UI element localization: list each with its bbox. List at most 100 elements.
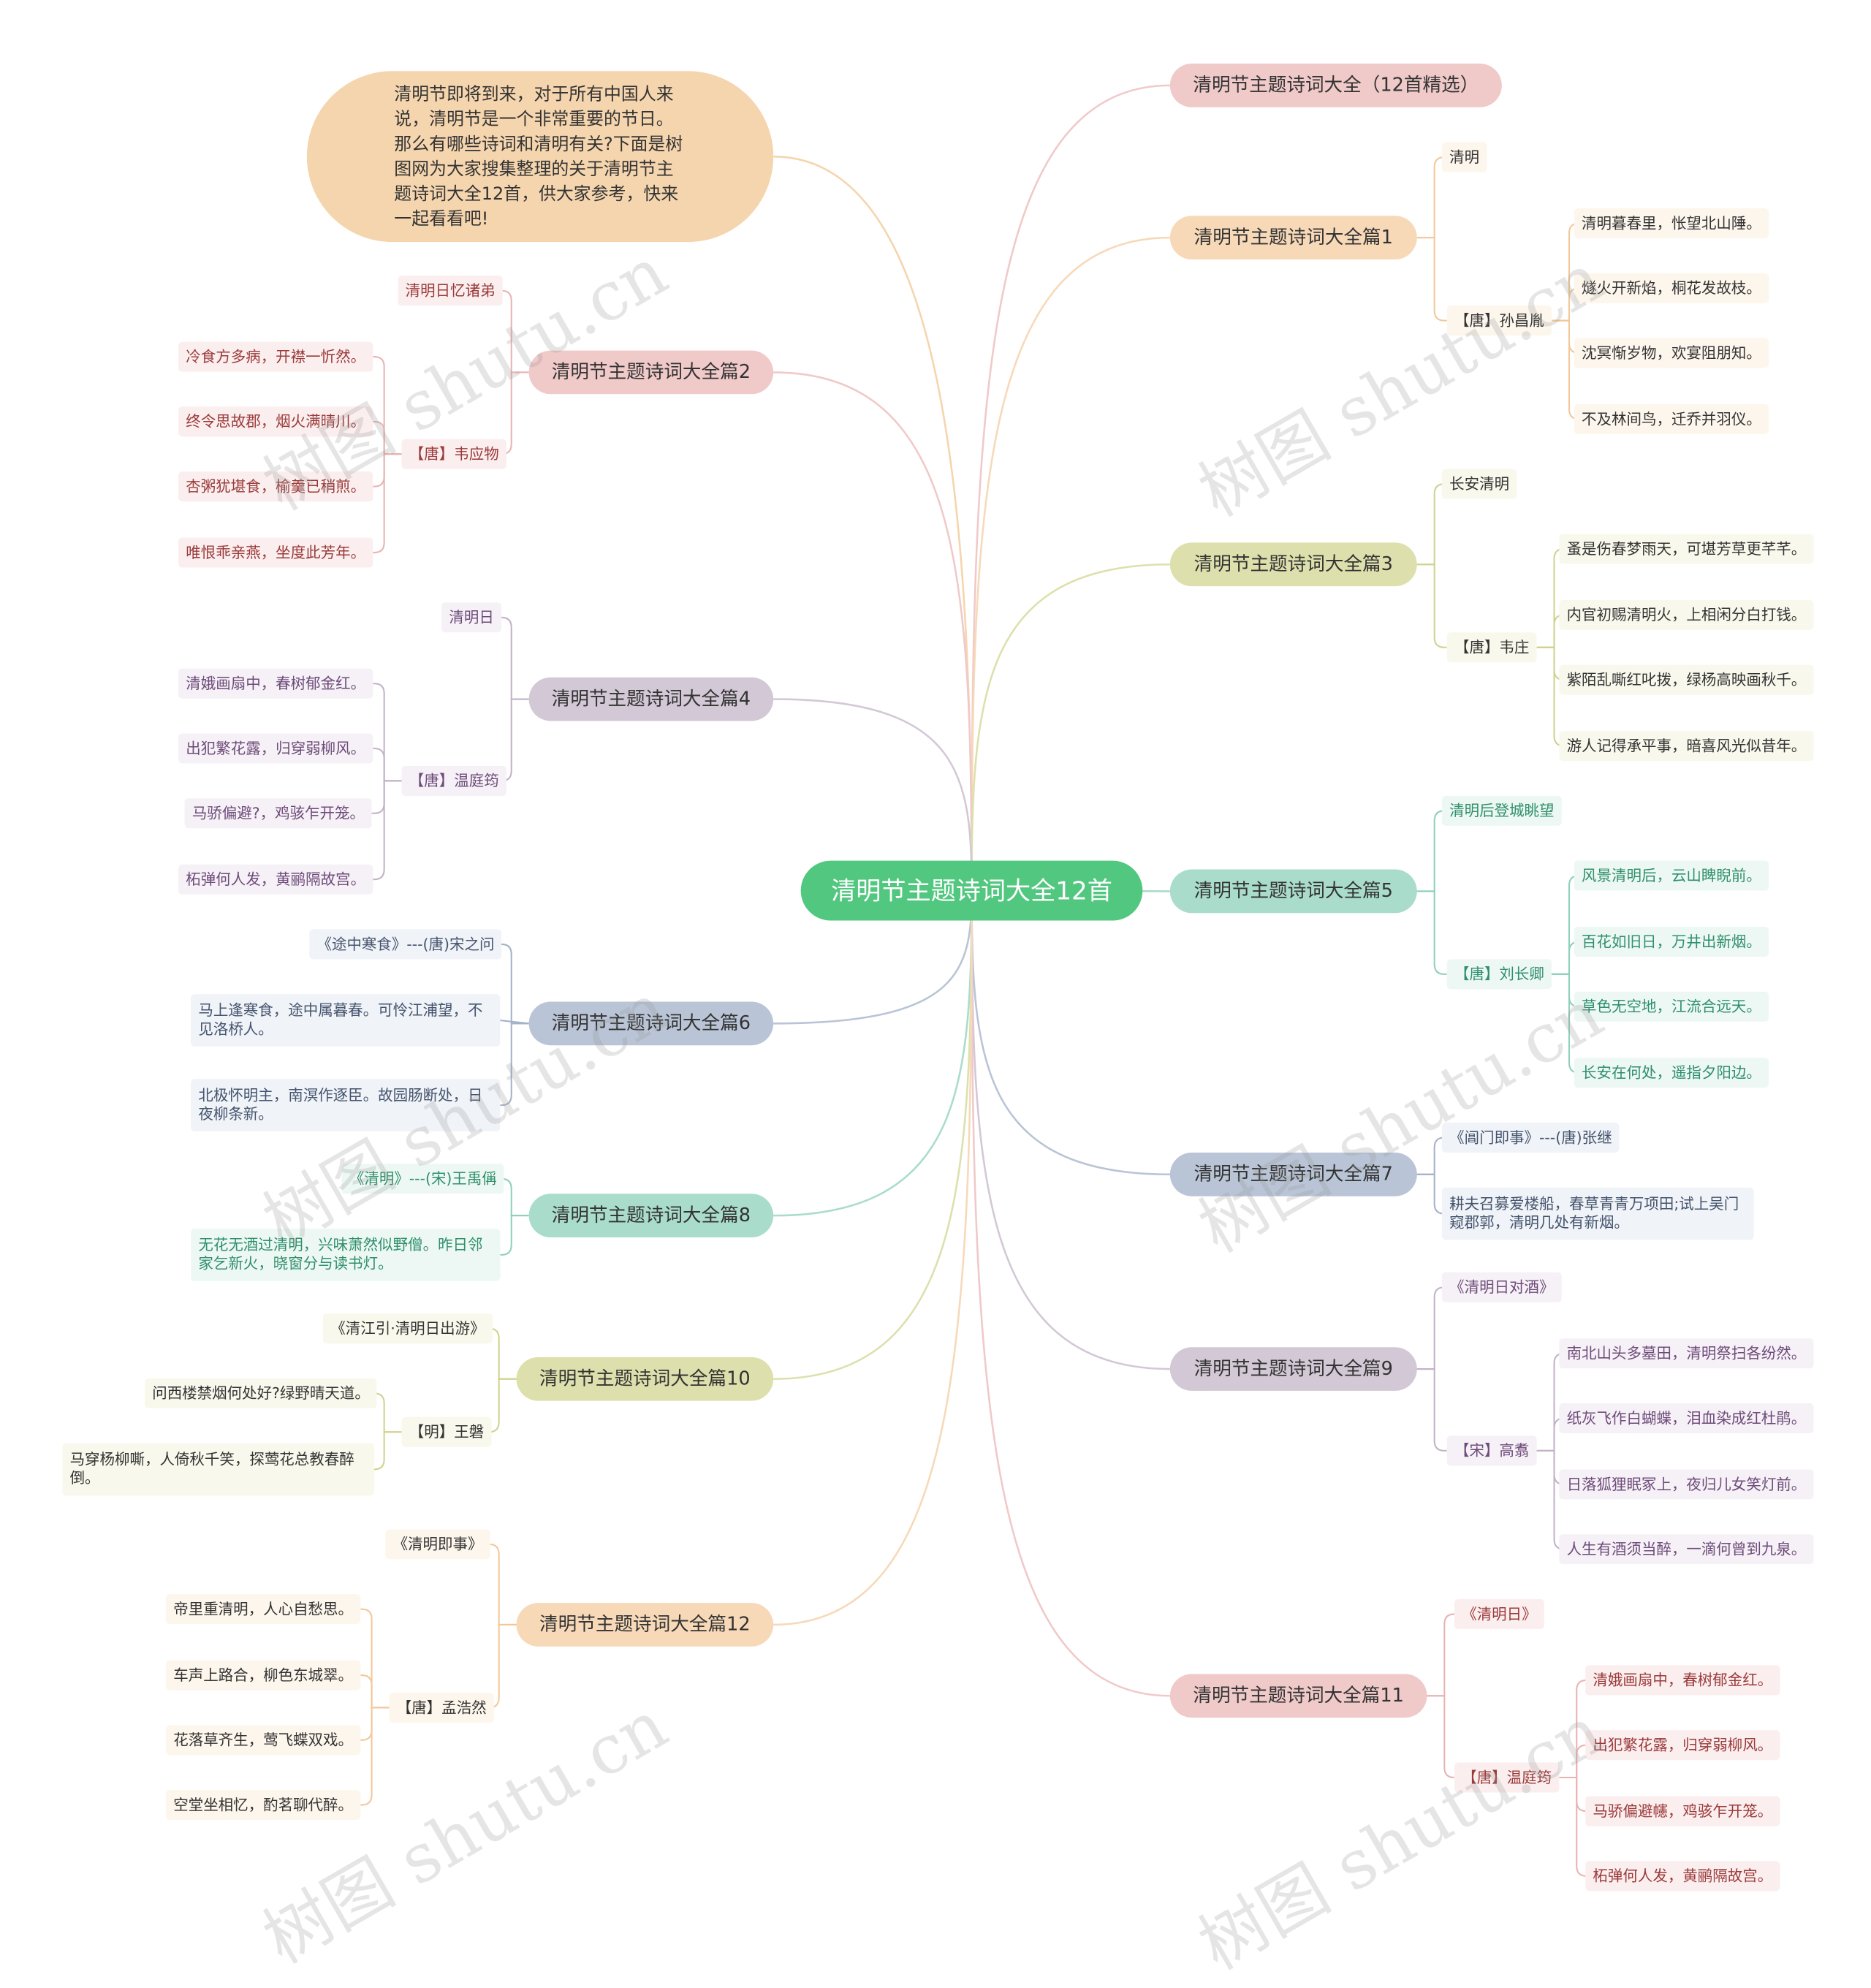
branch-link-3 (971, 563, 1170, 891)
poem-11-title[interactable]: 《清明日》 (1454, 1598, 1544, 1629)
branch-poem-8[interactable]: 清明节主题诗词大全篇8 (528, 1194, 774, 1238)
poem-4-author[interactable]: 【唐】温庭筠 (401, 765, 506, 796)
poem-10-author[interactable]: 【明】王磐 (401, 1416, 492, 1447)
branch-link-9 (971, 890, 1170, 1370)
poem-9-title[interactable]: 《清明日对酒》 (1441, 1272, 1562, 1302)
poem-5-line-1[interactable]: 风景清明后，云山睥睨前。 (1574, 860, 1769, 891)
child-link-11-0 (488, 1543, 517, 1625)
poem-2-title[interactable]: 清明日忆诸弟 (398, 276, 503, 306)
poem-5-line-3[interactable]: 草色无空地，江流合远天。 (1574, 991, 1769, 1022)
poem-11-line-1[interactable]: 清娥画扇中，春树郁金红。 (1585, 1665, 1780, 1696)
poem-2-author[interactable]: 【唐】韦应物 (401, 439, 506, 469)
branch-link-10 (773, 890, 973, 1381)
poem-6-line-2[interactable]: 北极怀明主，南溟作逐臣。故园肠断处，日夜柳条新。 (191, 1079, 501, 1131)
poem-2-line-3[interactable]: 杏粥犹堪食，榆羹已稍煎。 (178, 471, 373, 502)
branch-poem-5[interactable]: 清明节主题诗词大全篇5 (1169, 869, 1417, 914)
poem-9-line-2[interactable]: 纸灰飞作白蝴蝶，泪血染成红杜鹃。 (1559, 1403, 1814, 1433)
poem-10-line-2[interactable]: 马穿杨柳嘶，人倚秋千笑，探莺花总教春醉倒。 (62, 1443, 375, 1496)
poem-7-line-1[interactable]: 耕夫召募爱楼船，春草青青万项田;试上吴门窥郡郭，清明几处有新烟。 (1441, 1187, 1754, 1240)
poem-8-title[interactable]: 《清明》---(宋)王禹偁 (341, 1164, 505, 1194)
poem-6-line-1[interactable]: 马上逢寒食，途中属暮春。可怜江浦望，不见洛桥人。 (191, 994, 501, 1047)
line-link-3-0 (373, 683, 402, 782)
poem-11-author[interactable]: 【唐】温庭筠 (1454, 1762, 1560, 1793)
poem-1-author[interactable]: 【唐】孙昌胤 (1446, 306, 1552, 336)
line-link-0-0 (1552, 222, 1579, 322)
poem-1-line-4[interactable]: 不及林间鸟，迁乔并羽仪。 (1574, 403, 1769, 434)
poem-3-line-2[interactable]: 内官初赐清明火，上相闲分白打钱。 (1559, 599, 1814, 630)
poem-11-line-3[interactable]: 马骄偏避幰，鸡骇乍开笼。 (1585, 1796, 1780, 1826)
poem-3-line-4[interactable]: 游人记得承平事，暗喜风光似昔年。 (1559, 731, 1814, 762)
branch-poem-6[interactable]: 清明节主题诗词大全篇6 (528, 1001, 774, 1046)
child-link-10-0 (1427, 1613, 1455, 1697)
child-link-8-0 (1416, 1286, 1445, 1370)
poem-2-line-4[interactable]: 唯恨乖亲燕，坐度此芳年。 (178, 537, 373, 568)
poem-11-line-4[interactable]: 柘弹何人发，黄鹂隔故宫。 (1585, 1861, 1780, 1892)
branch-poem-1[interactable]: 清明节主题诗词大全篇1 (1169, 216, 1417, 259)
branch-poem-9[interactable]: 清明节主题诗词大全篇9 (1169, 1347, 1417, 1391)
child-link-7-0 (501, 1177, 529, 1217)
poem-9-line-1[interactable]: 南北山头多墓田，清明祭扫各纷然。 (1559, 1338, 1814, 1369)
branch-poem-7[interactable]: 清明节主题诗词大全篇7 (1169, 1152, 1417, 1196)
branch-link-0 (971, 84, 1170, 891)
poem-1-line-1[interactable]: 清明暮春里，怅望北山陲。 (1574, 208, 1769, 238)
poem-12-title[interactable]: 《清明即事》 (385, 1529, 490, 1560)
child-link-6-0 (1416, 1137, 1445, 1175)
branch-poem-3[interactable]: 清明节主题诗词大全篇3 (1169, 542, 1417, 587)
poem-4-line-3[interactable]: 马骄偏避?，鸡骇乍开笼。 (184, 798, 373, 829)
branch-poem-10[interactable]: 清明节主题诗词大全篇10 (516, 1357, 774, 1401)
intro-bubble[interactable]: 清明节即将到来，对于所有中国人来说，清明节是一个非常重要的节日。那么有哪些诗词和… (306, 71, 774, 243)
line-link-9-1 (373, 1431, 402, 1471)
poem-4-line-2[interactable]: 出犯繁花露，归穿弱柳风。 (178, 733, 373, 764)
poem-1-title[interactable]: 清明 (1441, 142, 1487, 172)
root-node[interactable]: 清明节主题诗词大全12首 (800, 860, 1143, 921)
poem-5-line-4[interactable]: 长安在何处，遥指夕阳边。 (1574, 1058, 1769, 1088)
poem-7-title[interactable]: 《阊门即事》---(唐)张继 (1441, 1123, 1620, 1153)
poem-2-line-2[interactable]: 终令思故郡，烟火满晴川。 (178, 406, 373, 437)
line-link-1-0 (373, 356, 402, 455)
branch-poem-11[interactable]: 清明节主题诗词大全篇11 (1169, 1674, 1427, 1718)
poem-9-line-3[interactable]: 日落狐狸眠冢上，夜归儿女笑灯前。 (1559, 1469, 1814, 1500)
poem-1-line-2[interactable]: 燧火开新焰，桐花发故枝。 (1574, 273, 1769, 303)
poem-4-line-4[interactable]: 柘弹何人发，黄鹂隔故宫。 (178, 864, 373, 895)
poem-12-line-2[interactable]: 车声上路合，柳色东城翠。 (165, 1660, 361, 1691)
child-link-5-2 (500, 1023, 529, 1107)
line-link-11-2 (360, 1707, 390, 1741)
poem-12-line-1[interactable]: 帝里重清明，人心自愁思。 (165, 1594, 361, 1625)
poem-12-line-3[interactable]: 花落草齐生，莺飞蝶双戏。 (165, 1725, 361, 1756)
poem-3-line-1[interactable]: 蚤是伤春梦雨天，可堪芳草更芊芊。 (1559, 534, 1814, 564)
poem-8-line-1[interactable]: 无花无酒过清明，兴味萧然似野僧。昨日邻家乞新火，晓窗分与读书灯。 (191, 1229, 501, 1281)
poem-4-title[interactable]: 清明日 (441, 602, 502, 633)
branch-poem-4[interactable]: 清明节主题诗词大全篇4 (528, 677, 774, 721)
poem-12-author[interactable]: 【唐】孟浩然 (389, 1692, 494, 1723)
poem-3-title[interactable]: 长安清明 (1441, 468, 1517, 499)
poem-4-line-1[interactable]: 清娥画扇中，春树郁金红。 (178, 668, 373, 699)
branch-poem-2[interactable]: 清明节主题诗词大全篇2 (528, 350, 774, 395)
poem-9-line-4[interactable]: 人生有酒须当醉，一滴何曾到九泉。 (1559, 1534, 1814, 1565)
poem-9-author[interactable]: 【宋】高翥 (1446, 1435, 1537, 1466)
line-link-3-2 (371, 780, 402, 814)
poem-11-line-2[interactable]: 出犯繁花露，归穿弱柳风。 (1585, 1730, 1780, 1761)
poem-3-author[interactable]: 【唐】韦庄 (1446, 632, 1537, 663)
poem-5-author[interactable]: 【唐】刘长卿 (1446, 959, 1552, 990)
child-link-0-0 (1416, 156, 1445, 239)
branch-selection[interactable]: 清明节主题诗词大全（12首精选） (1169, 64, 1502, 107)
poem-1-line-3[interactable]: 沈冥惭岁物，欢宴阻朋知。 (1574, 338, 1769, 368)
line-link-3-1 (373, 747, 402, 782)
poem-3-line-3[interactable]: 紫陌乱嘶红叱拨，绿杨高映画秋千。 (1559, 664, 1814, 695)
poem-5-title[interactable]: 清明后登城眺望 (1441, 795, 1562, 826)
child-link-10-1 (1427, 1695, 1455, 1779)
child-link-8-1 (1416, 1368, 1447, 1452)
poem-6-title[interactable]: 《途中寒食》---(唐)宋之问 (309, 929, 502, 960)
child-link-3-0 (501, 616, 529, 700)
poem-5-line-2[interactable]: 百花如旧日，万井出新烟。 (1574, 927, 1769, 957)
poem-10-title[interactable]: 《清江引·清明日出游》 (323, 1313, 493, 1344)
line-link-10-3 (1559, 1776, 1587, 1877)
poem-12-line-4[interactable]: 空堂坐相忆，酌茗聊代醉。 (165, 1790, 361, 1821)
poem-10-line-1[interactable]: 问西楼禁烟何处好?绿野晴天道。 (144, 1378, 378, 1408)
poem-2-line-1[interactable]: 冷食方多病，开襟一忻然。 (178, 341, 373, 372)
child-link-9-1 (488, 1378, 517, 1433)
branch-poem-12[interactable]: 清明节主题诗词大全篇12 (516, 1603, 774, 1647)
line-link-8-0 (1536, 1352, 1565, 1452)
branch-link-7 (971, 890, 1170, 1176)
child-link-2-0 (1416, 483, 1445, 566)
